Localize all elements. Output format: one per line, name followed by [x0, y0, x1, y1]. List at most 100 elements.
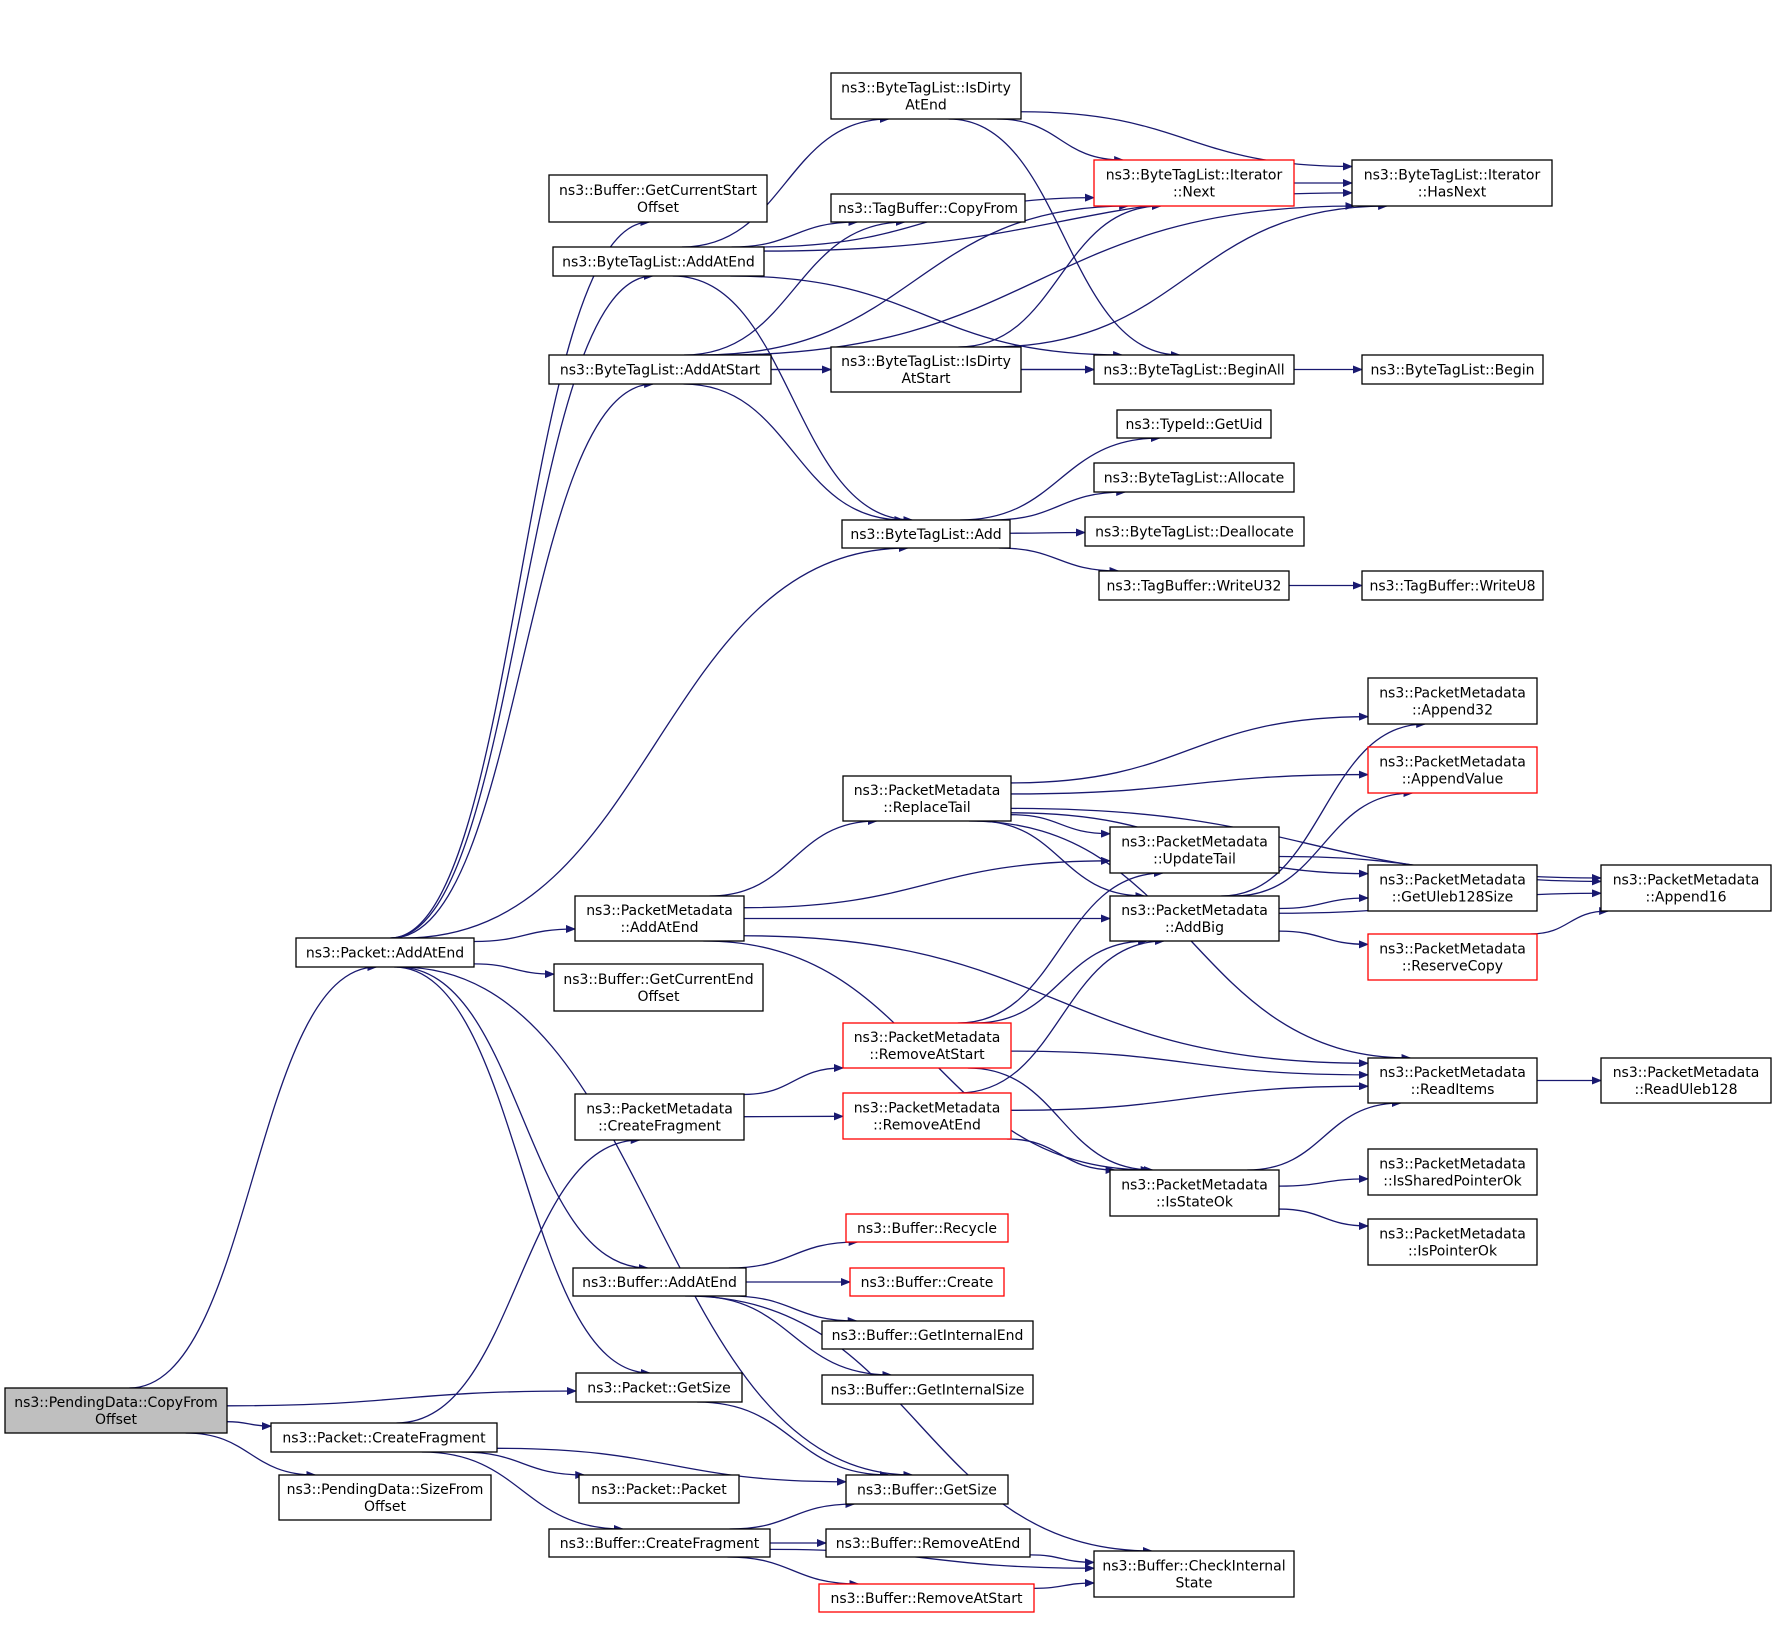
node-label: ns3::PacketMetadata	[1121, 1178, 1268, 1194]
node-btl_addatend[interactable]: ns3::ByteTagList::AddAtEnd	[552, 246, 765, 277]
node-btl_ithasnext[interactable]: ns3::ByteTagList::Iterator::HasNext	[1351, 159, 1553, 207]
node-label: ns3::PacketMetadata	[1379, 755, 1526, 771]
node-label: ns3::Buffer::GetInternalEnd	[832, 1328, 1024, 1344]
edge-copyfrom-to-pkt_getsize	[226, 1387, 577, 1407]
node-buf_create[interactable]: ns3::Buffer::Create	[849, 1267, 1005, 1297]
node-label: ns3::ByteTagList::Deallocate	[1095, 525, 1294, 541]
node-label: ns3::Buffer::CheckInternal	[1102, 1559, 1285, 1575]
node-pm_replacetail[interactable]: ns3::PacketMetadata::ReplaceTail	[842, 775, 1012, 822]
node-pm_append16[interactable]: ns3::PacketMetadata::Append16	[1600, 864, 1772, 912]
node-pm_removeatstart[interactable]: ns3::PacketMetadata::RemoveAtStart	[842, 1022, 1012, 1069]
node-pm_addatend[interactable]: ns3::PacketMetadata::AddAtEnd	[574, 895, 745, 942]
node-box	[841, 519, 1011, 549]
node-pkt_addatend[interactable]: ns3::Packet::AddAtEnd	[295, 937, 475, 968]
node-label: ns3::ByteTagList::Add	[850, 527, 1001, 543]
node-label: ns3::PacketMetadata	[1121, 835, 1268, 851]
node-box	[1367, 1148, 1538, 1196]
node-buf_getintsize[interactable]: ns3::Buffer::GetInternalSize	[821, 1374, 1034, 1405]
node-pm_getuleb[interactable]: ns3::PacketMetadata::GetUleb128Size	[1367, 864, 1538, 912]
node-box	[270, 1422, 498, 1453]
edge-pkt_addatend-to-buf_getcurstart	[390, 218, 651, 939]
edge-btl_add-to-btl_allocate	[992, 488, 1127, 521]
node-label: ::UpdateTail	[1153, 852, 1236, 868]
node-box	[825, 1528, 1031, 1558]
edge-btl_isdirtyend-to-btl_itnext	[996, 118, 1125, 164]
node-box	[1600, 1057, 1772, 1104]
node-label: ns3::Packet::AddAtEnd	[306, 946, 464, 962]
edge-copyfrom-to-pd_sizefrom	[185, 1432, 317, 1479]
node-pkt_packet[interactable]: ns3::Packet::Packet	[578, 1474, 740, 1504]
node-pm_updatetail[interactable]: ns3::PacketMetadata::UpdateTail	[1109, 826, 1280, 874]
node-pm_isstateok[interactable]: ns3::PacketMetadata::IsStateOk	[1109, 1169, 1280, 1217]
edge-pm_removeatend-to-pm_addbig	[958, 937, 1166, 1094]
node-buf_addatend[interactable]: ns3::Buffer::AddAtEnd	[572, 1267, 747, 1297]
node-btl_add[interactable]: ns3::ByteTagList::Add	[841, 519, 1011, 549]
edge-pkt_addatend-to-buf_getcurend	[473, 963, 555, 979]
node-btl_itnext[interactable]: ns3::ByteTagList::Iterator::Next	[1093, 159, 1295, 207]
edge-pm_removeatend-to-pm_isstateok	[1006, 1138, 1116, 1174]
edge-pm_isstateok-to-pm_isptrok	[1278, 1208, 1369, 1230]
edge-pkt_addatend-to-pkt_getsize	[394, 966, 651, 1377]
node-buf_recycle[interactable]: ns3::Buffer::Recycle	[845, 1213, 1009, 1243]
edge-btl_add-to-tid_getuid	[960, 434, 1161, 521]
node-box	[1367, 746, 1538, 794]
node-tid_getuid[interactable]: ns3::TypeId::GetUid	[1116, 409, 1272, 439]
node-pkt_createfrag[interactable]: ns3::Packet::CreateFragment	[270, 1422, 498, 1453]
node-pm_appendvalue[interactable]: ns3::PacketMetadata::AppendValue	[1367, 746, 1538, 794]
edge-pm_replacetail-to-pm_updatetail	[1010, 814, 1111, 838]
node-pkt_getsize[interactable]: ns3::Packet::GetSize	[575, 1372, 743, 1403]
node-pm_readuleb[interactable]: ns3::PacketMetadata::ReadUleb128	[1600, 1057, 1772, 1104]
node-label: ::HasNext	[1418, 185, 1487, 201]
node-tb_copyfrom[interactable]: ns3::TagBuffer::CopyFrom	[830, 193, 1026, 223]
node-box	[1109, 826, 1280, 874]
edge-btl_isdirtyend-to-btl_beginall	[948, 118, 1181, 359]
node-label: ::IsStateOk	[1156, 1195, 1234, 1211]
node-box	[548, 174, 768, 223]
node-label: ns3::ByteTagList::BeginAll	[1103, 363, 1284, 379]
edge-layer	[129, 111, 1610, 1590]
node-pm_append32[interactable]: ns3::PacketMetadata::Append32	[1367, 677, 1538, 725]
node-buf_createfrag[interactable]: ns3::Buffer::CreateFragment	[548, 1528, 771, 1558]
node-label: ns3::PendingData::CopyFrom	[14, 1395, 218, 1411]
node-btl_beginall[interactable]: ns3::ByteTagList::BeginAll	[1093, 354, 1295, 385]
node-pm_reservecopy[interactable]: ns3::PacketMetadata::ReserveCopy	[1367, 933, 1538, 981]
edge-pm_replacetail-to-pm_appendvalue	[1010, 770, 1369, 795]
node-buf_getsize[interactable]: ns3::Buffer::GetSize	[845, 1474, 1009, 1505]
node-pm_addbig[interactable]: ns3::PacketMetadata::AddBig	[1109, 895, 1280, 942]
node-tb_writeu8[interactable]: ns3::TagBuffer::WriteU8	[1361, 570, 1544, 601]
node-box	[849, 1267, 1005, 1297]
edge-pkt_addatend-to-btl_addatstart	[391, 380, 655, 939]
node-pm_isptrok[interactable]: ns3::PacketMetadata::IsPointerOk	[1367, 1218, 1538, 1266]
edge-pkt_createfrag-to-pm_createfrag	[396, 1136, 641, 1424]
node-pm_removeatend[interactable]: ns3::PacketMetadata::RemoveAtEnd	[842, 1092, 1012, 1140]
node-buf_removeatend[interactable]: ns3::Buffer::RemoveAtEnd	[825, 1528, 1031, 1558]
node-pm_createfrag[interactable]: ns3::PacketMetadata::CreateFragment	[574, 1093, 745, 1141]
edge-pm_replacetail-to-pm_append32	[1010, 712, 1369, 784]
node-buf_removeatstart[interactable]: ns3::Buffer::RemoveAtStart	[818, 1583, 1035, 1613]
edge-btl_addatend-to-btl_add	[672, 275, 914, 524]
node-box	[552, 246, 765, 277]
node-label: ::ReplaceTail	[883, 800, 970, 816]
node-pm_issharedptr[interactable]: ns3::PacketMetadata::IsSharedPointerOk	[1367, 1148, 1538, 1196]
node-label: ns3::ByteTagList::AddAtStart	[560, 363, 761, 379]
node-btl_deallocate[interactable]: ns3::ByteTagList::Deallocate	[1084, 516, 1305, 547]
node-buf_getintend[interactable]: ns3::Buffer::GetInternalEnd	[821, 1320, 1034, 1350]
node-pm_readitems[interactable]: ns3::PacketMetadata::ReadItems	[1367, 1057, 1538, 1104]
node-tb_writeu32[interactable]: ns3::TagBuffer::WriteU32	[1098, 570, 1290, 601]
node-label: ns3::PacketMetadata	[1121, 903, 1268, 919]
node-btl_allocate[interactable]: ns3::ByteTagList::Allocate	[1093, 462, 1295, 493]
node-label: ::IsSharedPointerOk	[1383, 1174, 1522, 1190]
edge-btl_addatend-to-btl_isdirtyend	[681, 115, 890, 248]
node-btl_addatstart[interactable]: ns3::ByteTagList::AddAtStart	[548, 354, 772, 385]
edge-pm_addbig-to-pm_getuleb	[1278, 893, 1369, 910]
node-btl_begin[interactable]: ns3::ByteTagList::Begin	[1361, 354, 1544, 385]
node-box	[574, 1093, 745, 1141]
